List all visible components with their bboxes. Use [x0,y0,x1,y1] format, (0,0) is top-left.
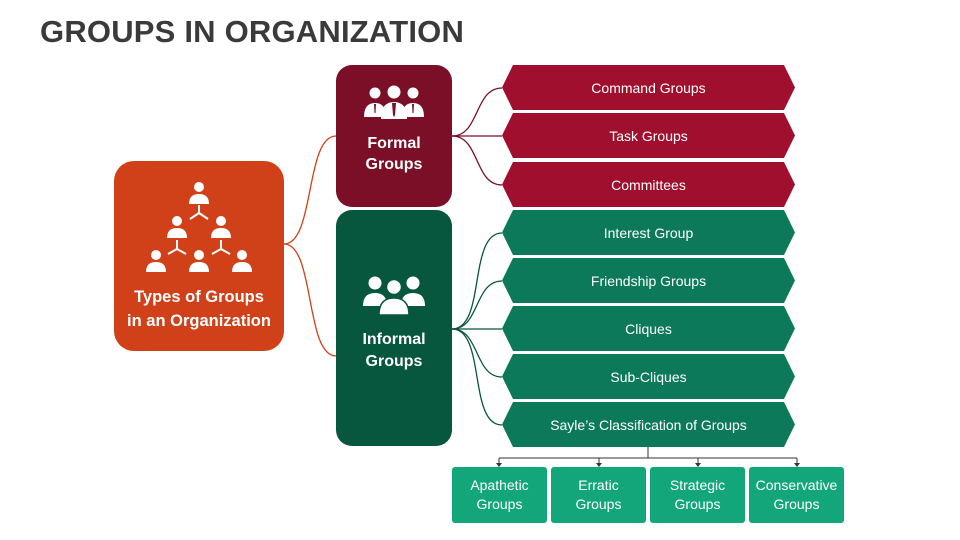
informal-item-sub-cliques: Sub-Cliques [502,354,795,399]
root-label-line1: Types of Groups [134,288,264,306]
connector-informal-2 [451,280,503,330]
root-label: Types of Groups in an Organization [114,285,284,333]
informal-label-line1: Informal [362,331,426,348]
sayle-erratic-line2: Groups [575,496,622,512]
hierarchy-people-icon [146,182,252,272]
formal-label-line2: Groups [365,156,423,173]
formal-item-committees: Committees [502,162,795,207]
sayle-strategic-line2: Groups [674,496,721,512]
formal-label: Formal Groups [336,133,452,175]
connector-informal-5 [451,328,503,426]
informal-label: Informal Groups [336,329,452,373]
business-team-icon [364,85,424,119]
sayle-conservative-line1: Conservative [755,477,838,493]
formal-item-task-groups: Task Groups [502,113,795,158]
sayle-conservative-line2: Groups [773,496,820,512]
connector-root-informal [283,243,337,357]
page-title: GROUPS IN ORGANIZATION [40,14,465,49]
connector-informal-4 [451,328,503,378]
connector-formal-3 [451,135,503,186]
formal-groups-node: Formal Groups [336,65,452,207]
formal-label-line1: Formal [367,135,421,152]
informal-item-sayles-classification: Sayle’s Classification of Groups [502,402,795,447]
informal-groups-node: Informal Groups [336,210,452,446]
sayle-strategic-line1: Strategic [669,477,726,493]
sayle-erratic-line1: Erratic [578,477,619,493]
formal-item-command-groups: Command Groups [502,65,795,110]
root-node: Types of Groups in an Organization [114,161,284,351]
informal-item-cliques: Cliques [502,306,795,351]
sayle-tree-lines [498,447,798,465]
connector-formal-1 [451,87,503,137]
informal-label-line2: Groups [365,353,423,370]
sayle-apathetic-line2: Groups [476,496,523,512]
connector-root-formal [283,135,337,245]
connector-informal-1 [451,232,503,330]
group-people-icon [363,276,425,316]
informal-item-interest-group: Interest Group [502,210,795,255]
informal-item-friendship-groups: Friendship Groups [502,258,795,303]
sayle-apathetic-line1: Apathetic [470,477,529,493]
root-label-line2: in an Organization [127,312,271,330]
